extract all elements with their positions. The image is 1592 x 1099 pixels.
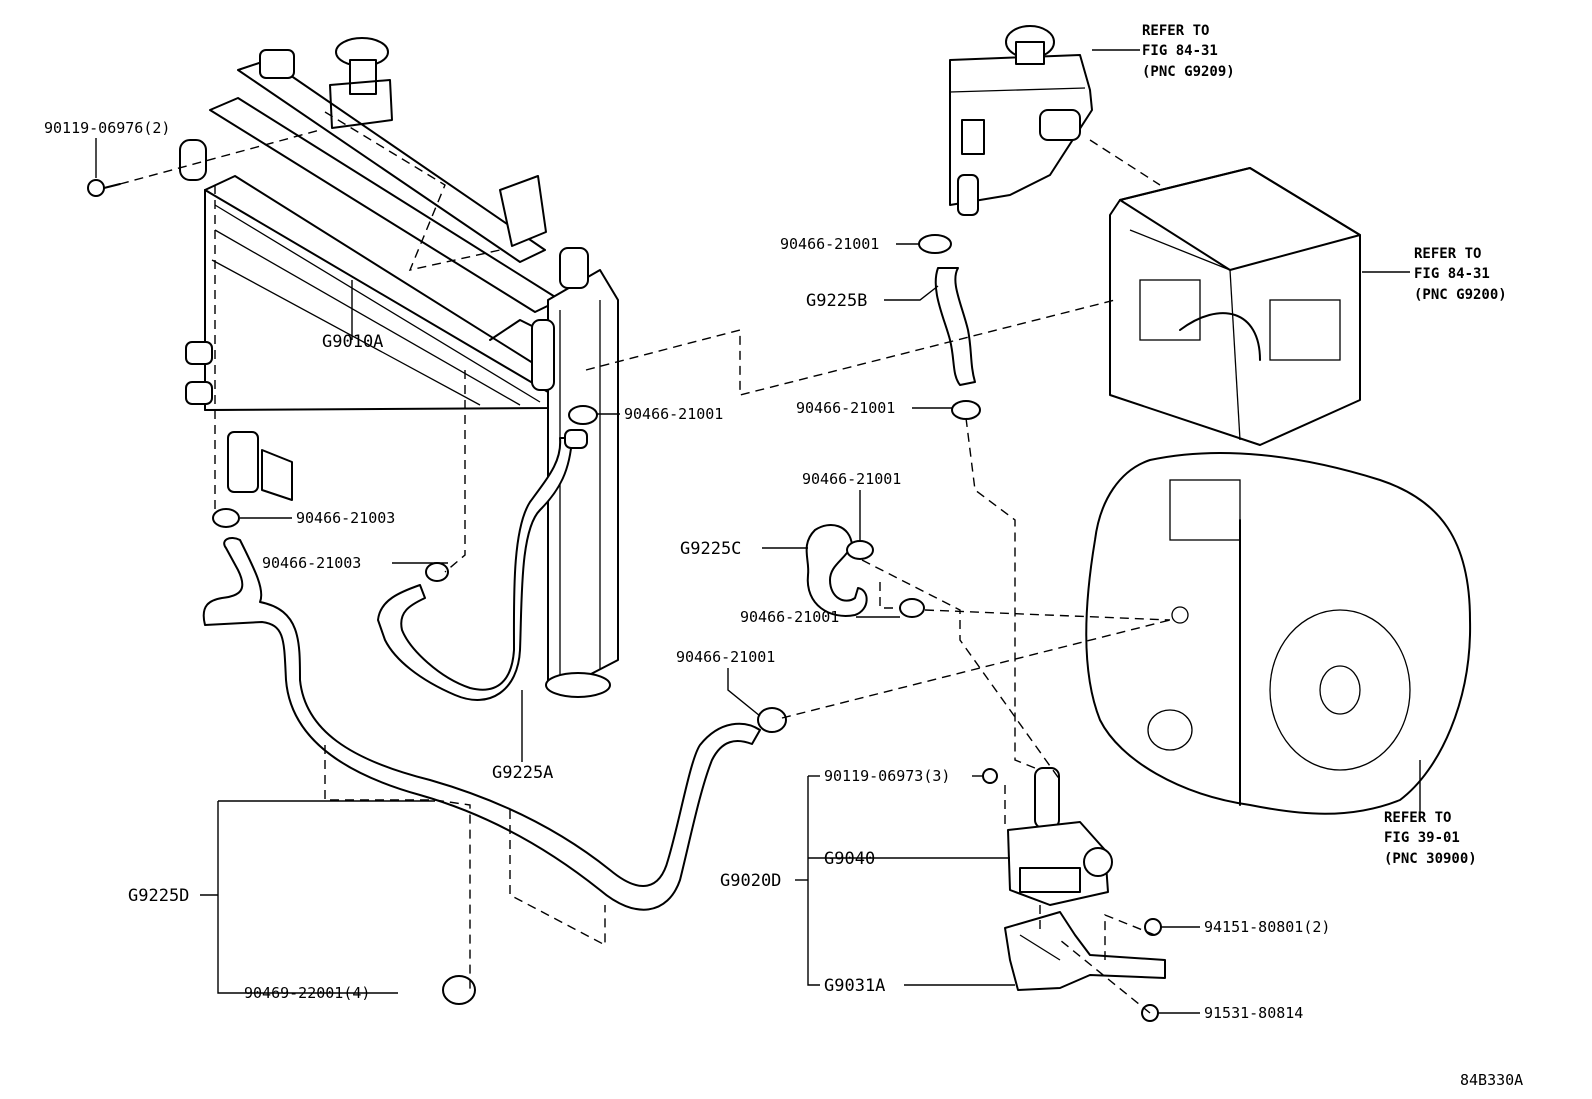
- svg-text:(PNC G9209): (PNC G9209): [1142, 64, 1235, 80]
- hose-g9225b[interactable]: [934, 267, 976, 386]
- bolt-icon[interactable]: [982, 768, 998, 784]
- clamp-icon[interactable]: [899, 598, 925, 618]
- svg-text:FIG 39-01: FIG 39-01: [1384, 830, 1460, 846]
- clamp-icon[interactable]: [212, 508, 240, 528]
- figure-code: 84B330A: [1460, 1071, 1523, 1089]
- part-number-pump-assy: G9020D: [720, 871, 781, 891]
- coolant-reservoir-drawing[interactable]: [949, 25, 1093, 216]
- transaxle-drawing[interactable]: [1085, 451, 1472, 815]
- part-number-hose: G9225A: [492, 763, 553, 783]
- part-number-clamp: 90469-22001(4): [244, 984, 370, 1002]
- clamp-icon[interactable]: [442, 975, 476, 1005]
- part-number-clamp: 90466-21003: [262, 554, 361, 572]
- part-number-clamp: 90466-21001: [676, 648, 775, 666]
- clamp-icon[interactable]: [568, 405, 598, 425]
- part-number-clamp: 90466-21001: [740, 608, 839, 626]
- hose-g9225d[interactable]: [202, 537, 761, 911]
- part-number-clamp: 90466-21003: [296, 509, 395, 527]
- part-number-bolt: 91531-80814: [1204, 1004, 1303, 1022]
- svg-text:REFER TO: REFER TO: [1414, 246, 1481, 262]
- bolt-icon[interactable]: [87, 179, 121, 197]
- part-number-clamp: 90466-21001: [780, 235, 879, 253]
- clamp-icon[interactable]: [951, 400, 981, 420]
- reference-note-inverter: REFER TO FIG 84-31 (PNC G9200): [1414, 246, 1507, 303]
- part-number-hose: G9225D: [128, 886, 189, 906]
- svg-text:REFER TO: REFER TO: [1384, 810, 1451, 826]
- part-number-bolt-radiator: 90119-06976(2): [44, 119, 170, 137]
- inverter-drawing[interactable]: [1109, 167, 1361, 446]
- part-number-clamp: 90466-21001: [796, 399, 895, 417]
- assembly-lines: [119, 111, 1171, 1014]
- radiator-drawing[interactable]: [179, 37, 619, 698]
- part-number-hose: G9225C: [680, 539, 741, 559]
- part-number-bracket: G9031A: [824, 976, 885, 996]
- svg-text:REFER TO: REFER TO: [1142, 23, 1209, 39]
- part-number-clamp: 90466-21001: [624, 405, 723, 423]
- pump-bracket-drawing[interactable]: [1004, 911, 1166, 991]
- svg-text:(PNC G9200): (PNC G9200): [1414, 287, 1507, 303]
- clamp-icon[interactable]: [425, 562, 449, 582]
- part-number-nut: 94151-80801(2): [1204, 918, 1330, 936]
- reference-note-reservoir: REFER TO FIG 84-31 (PNC G9209): [1142, 23, 1235, 80]
- svg-text:FIG 84-31: FIG 84-31: [1414, 266, 1490, 282]
- part-number-pump: G9040: [824, 849, 875, 869]
- hose-g9225c[interactable]: [805, 524, 868, 617]
- hose-g9225a[interactable]: [377, 437, 573, 701]
- clamp-icon[interactable]: [757, 707, 787, 733]
- clamp-icon[interactable]: [918, 234, 952, 254]
- part-number-clamp: 90466-21001: [802, 470, 901, 488]
- part-number-radiator: G9010A: [322, 332, 383, 352]
- clamp-icon[interactable]: [846, 540, 874, 560]
- water-pump-drawing[interactable]: [1007, 767, 1113, 906]
- svg-text:(PNC 30900): (PNC 30900): [1384, 851, 1477, 867]
- leader-lines: [95, 49, 1421, 1014]
- part-number-bolt-pump: 90119-06973(3): [824, 767, 950, 785]
- part-number-hose: G9225B: [806, 291, 867, 311]
- reference-note-transaxle: REFER TO FIG 39-01 (PNC 30900): [1384, 810, 1477, 867]
- svg-text:FIG 84-31: FIG 84-31: [1142, 43, 1218, 59]
